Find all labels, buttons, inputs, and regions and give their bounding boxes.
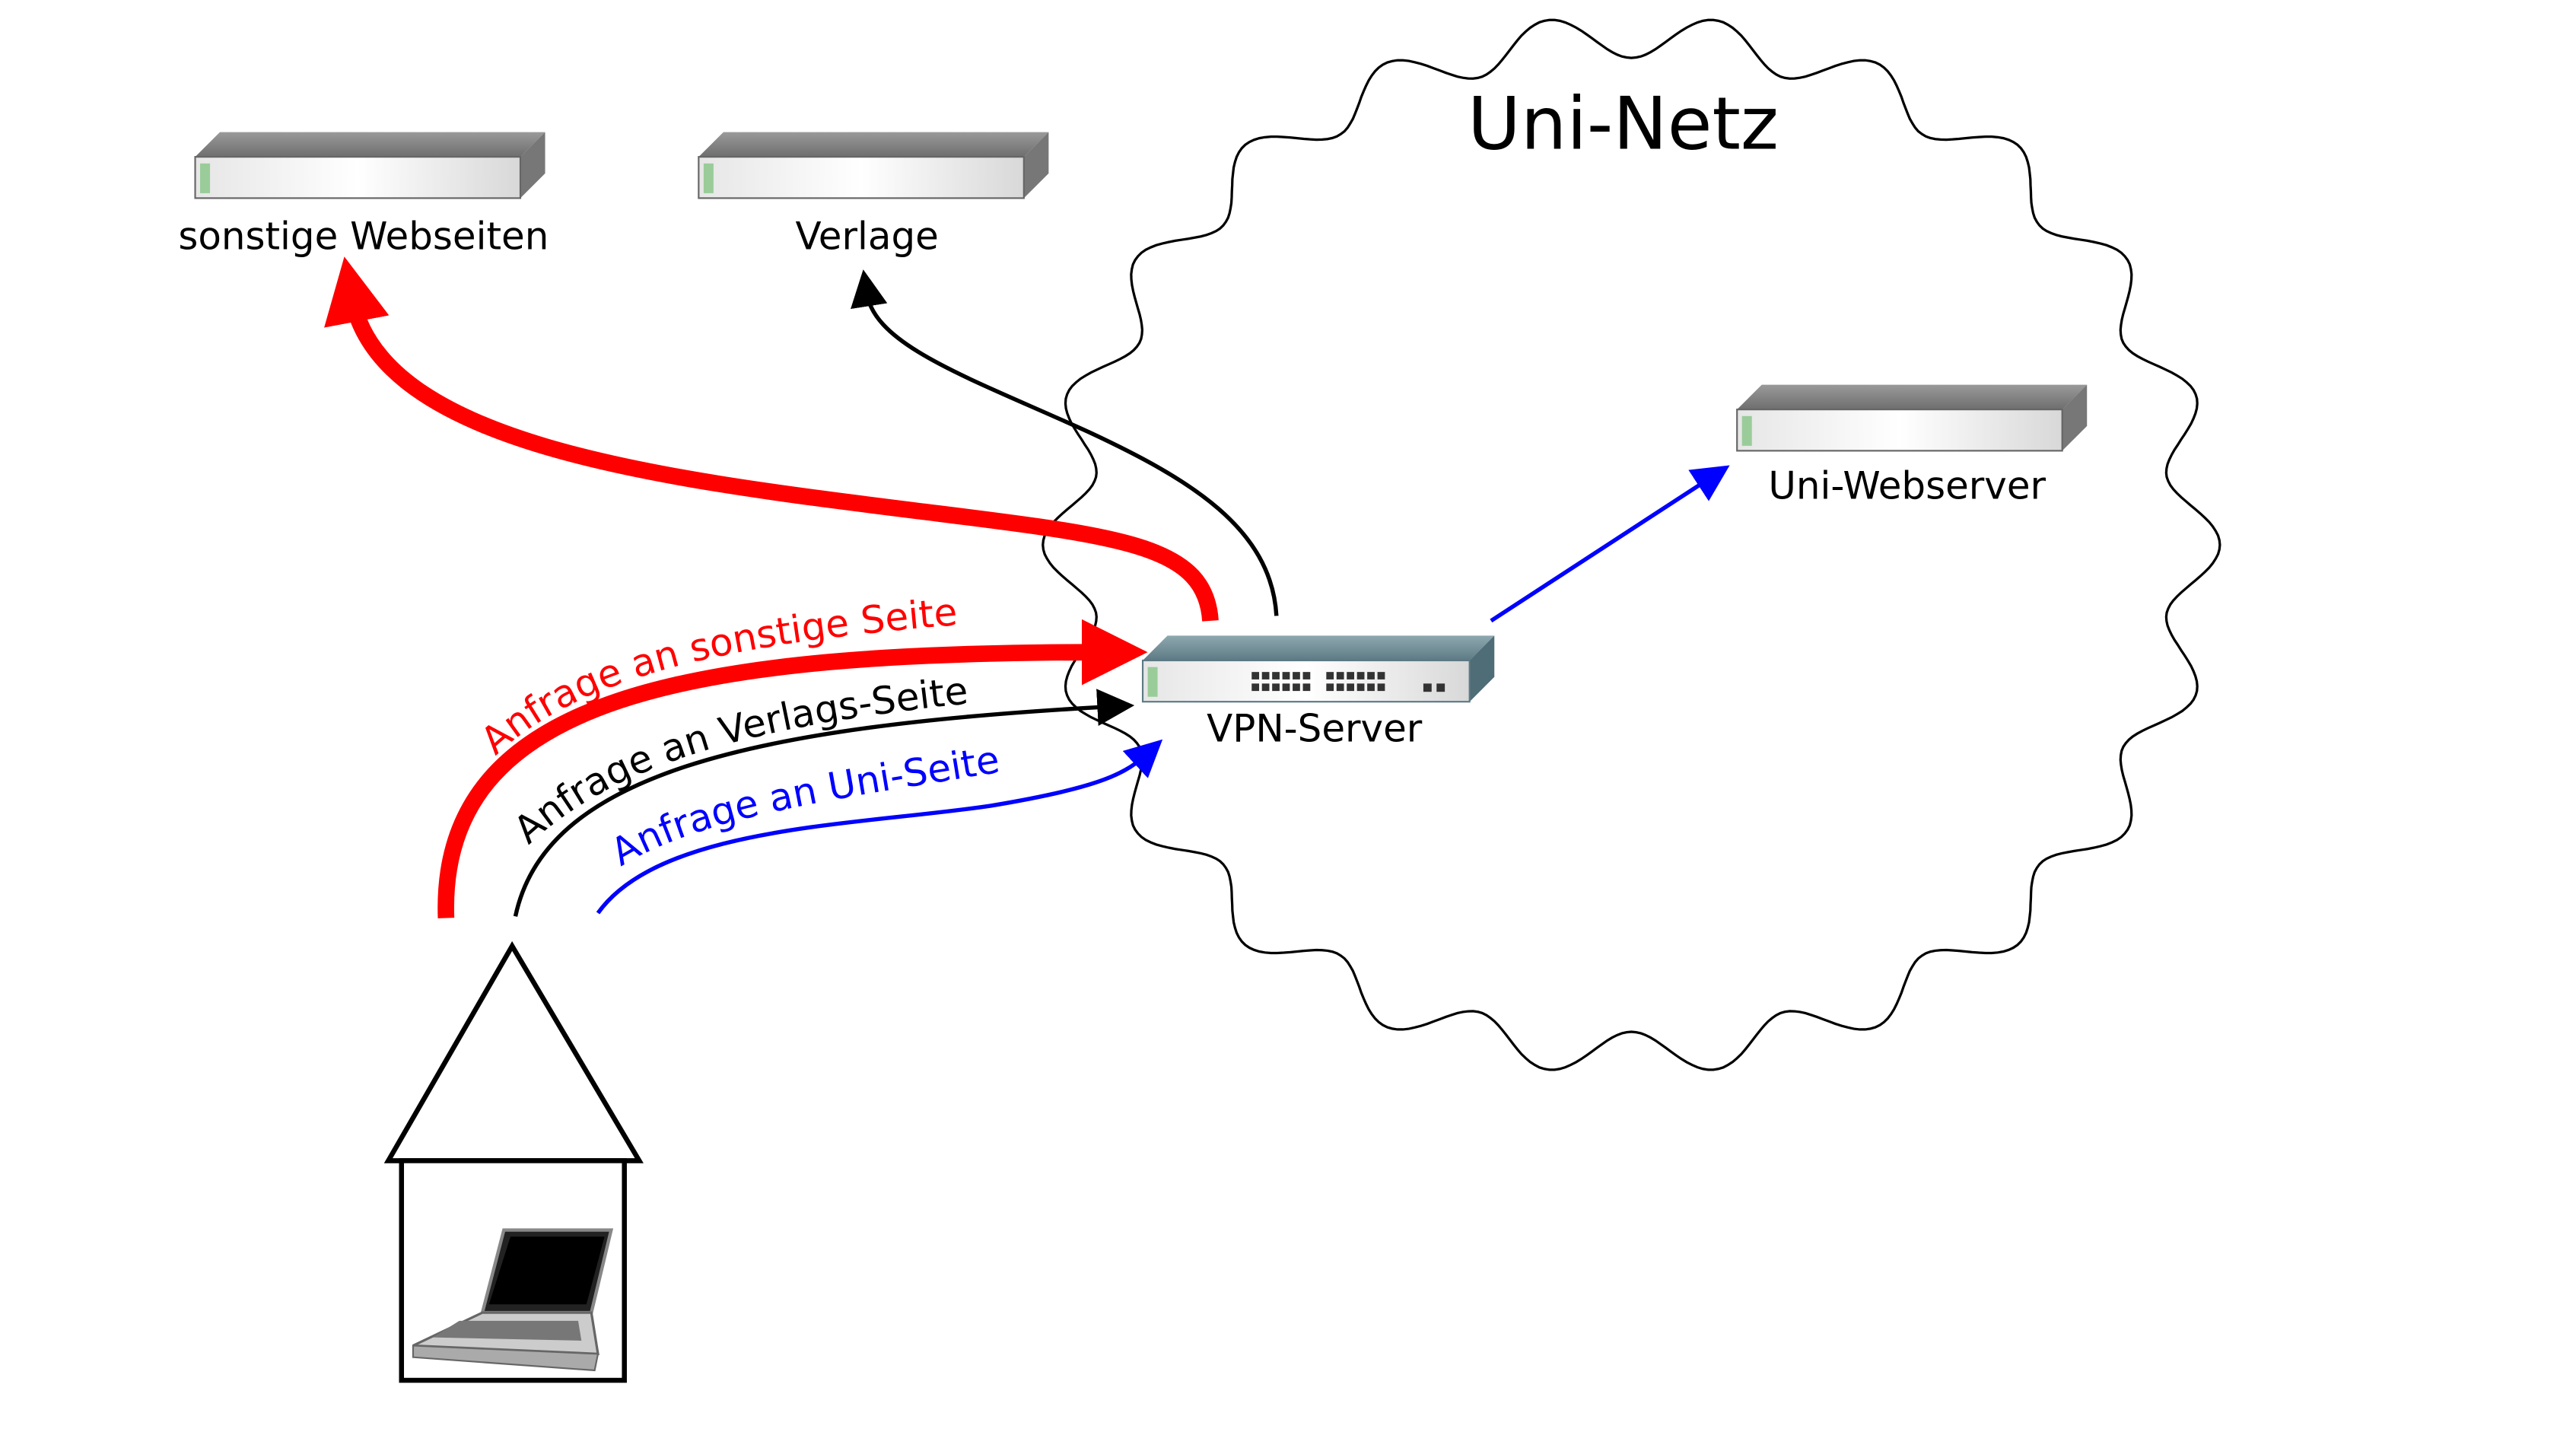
switch-port [1356, 683, 1365, 692]
uni-webserver-label: Uni-Webserver [1768, 463, 2046, 508]
switch-port [1261, 672, 1270, 679]
other-sites-outbound-arrow [324, 256, 1219, 622]
other-websites-label: sonstige Webseiten [178, 215, 549, 259]
switch-port [1293, 683, 1300, 692]
publishers-label: Verlage [796, 215, 939, 259]
switch-port [1356, 672, 1365, 679]
publishers-server-icon [698, 132, 1049, 199]
switch-port [1293, 672, 1300, 679]
uni-webserver-icon [1736, 384, 2088, 452]
switch-uplink-port [1436, 683, 1445, 692]
switch-port [1367, 672, 1375, 679]
request-uni-arrow [596, 739, 1163, 915]
request-publisher-arrow [513, 689, 1135, 917]
switch-port [1336, 683, 1344, 692]
switch-port [1326, 683, 1334, 692]
switch-port [1377, 672, 1385, 679]
switch-port [1336, 672, 1344, 679]
switch-port [1377, 683, 1385, 692]
uni-network-title: Uni-Netz [1468, 81, 1779, 166]
vpn-server-switch-icon [1141, 635, 1495, 703]
switch-port [1347, 672, 1355, 679]
laptop-icon [412, 1228, 614, 1372]
uni-webserver-outbound-arrow [1490, 465, 1730, 623]
switch-port [1272, 672, 1280, 679]
switch-port [1367, 683, 1375, 692]
switch-port [1251, 683, 1260, 692]
switch-uplink-port [1423, 683, 1432, 692]
uni-network-cloud [1042, 18, 2221, 1071]
switch-port [1347, 683, 1355, 692]
switch-port [1326, 672, 1334, 679]
switch-port [1282, 683, 1290, 692]
switch-port [1261, 683, 1270, 692]
other-websites-server-icon [194, 132, 545, 199]
switch-port [1282, 672, 1290, 679]
switch-port [1251, 672, 1260, 679]
vpn-server-label: VPN-Server [1207, 706, 1423, 750]
switch-port [1302, 683, 1311, 692]
switch-port [1302, 672, 1311, 679]
request-other-arrow [437, 619, 1148, 918]
publishers-outbound-arrow [851, 269, 1279, 616]
switch-port [1272, 683, 1280, 692]
